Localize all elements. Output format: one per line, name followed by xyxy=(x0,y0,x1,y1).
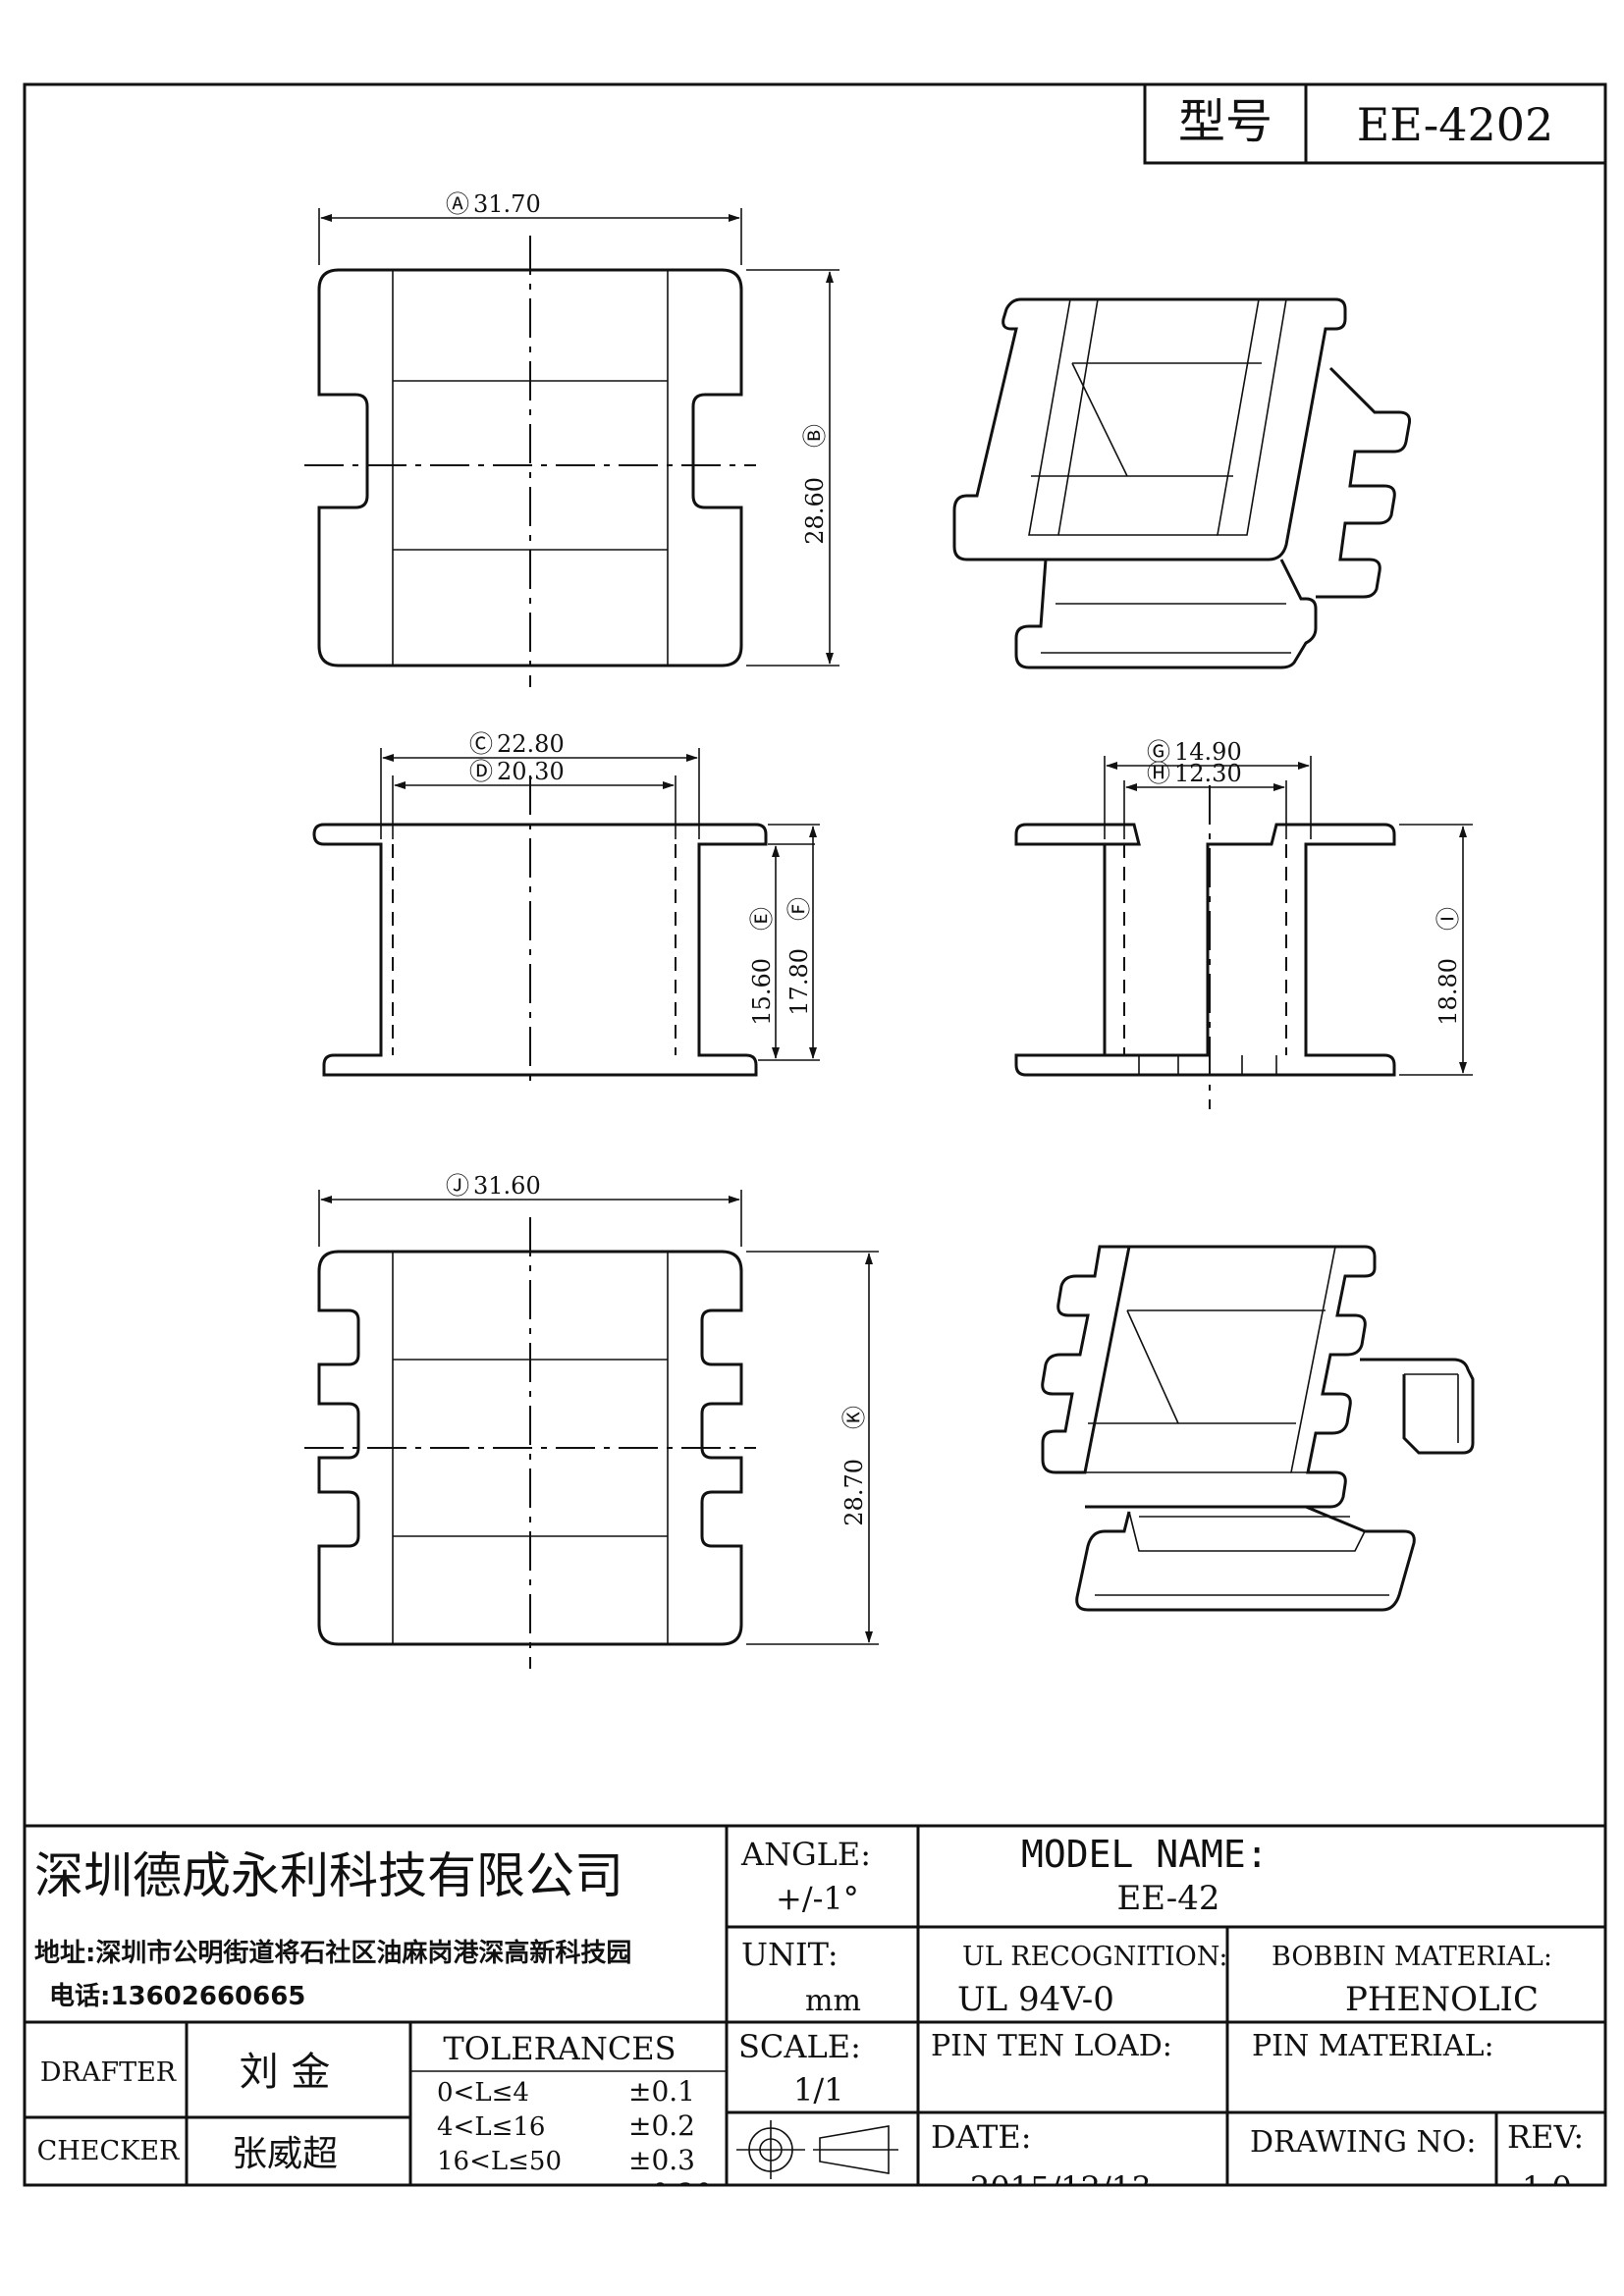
dim-j-marker: Ⓙ xyxy=(446,1172,469,1200)
unit-value: mm xyxy=(805,1984,861,2018)
sheet-frame xyxy=(23,82,1607,2187)
angle-label: ANGLE: xyxy=(740,1836,871,1873)
rev-value: 1.0 xyxy=(1522,2169,1572,2207)
angle-value: +/-1° xyxy=(776,1880,859,1917)
tol-value-2: ±0.2 xyxy=(628,2109,695,2142)
tol-value-4: ±0.20 xyxy=(628,2177,713,2210)
dim-g-value: 14.90 xyxy=(1174,738,1242,766)
projection-symbol-icon xyxy=(736,2120,898,2179)
company-name: 深圳德成永利科技有限公司 xyxy=(34,1847,623,1904)
company-address: 地址:深圳市公明街道将石社区油麻岗港深高新科技园 xyxy=(34,1938,631,1968)
top-view: Ⓐ 31.70 28.60 Ⓑ xyxy=(304,190,839,687)
checker-value: 张威超 xyxy=(232,2134,338,2174)
date-label: DATE: xyxy=(931,2118,1032,2156)
company-phone: 电话:13602660665 xyxy=(49,1982,305,2011)
tol-range-2: 4<L≤16 xyxy=(437,2112,545,2142)
model-name-label: MODEL NAME: xyxy=(1021,1833,1269,1876)
tol-range-4: PIN PITCH xyxy=(437,2180,580,2210)
tol-value-3: ±0.3 xyxy=(628,2144,695,2176)
dim-j-value: 31.60 xyxy=(473,1172,541,1200)
ul-value: UL 94V-0 xyxy=(957,1980,1114,2019)
bobbin-material-value: PHENOLIC xyxy=(1345,1980,1539,2019)
dim-a-marker: Ⓐ xyxy=(446,190,469,218)
title-block: 深圳德成永利科技有限公司 地址:深圳市公明街道将石社区油麻岗港深高新科技园 电话… xyxy=(25,1824,1605,2210)
front-view: Ⓒ 22.80 Ⓓ 20.30 15.60 Ⓔ 17.80 Ⓕ xyxy=(312,730,820,1090)
drawing-no-label: DRAWING NO: xyxy=(1250,2125,1476,2160)
dim-c-marker: Ⓒ xyxy=(469,730,493,758)
side-view: Ⓖ 14.90 Ⓗ 12.30 18.80 Ⓘ xyxy=(1014,738,1473,1109)
dim-c-value: 22.80 xyxy=(497,730,565,758)
date-value: 2015/12/13 xyxy=(970,2169,1151,2207)
isometric-top-view xyxy=(952,297,1411,669)
scale-value: 1/1 xyxy=(793,2071,844,2109)
isometric-bottom-view xyxy=(1041,1245,1475,1612)
bobbin-material-label: BOBBIN MATERIAL: xyxy=(1272,1942,1552,1972)
dim-h-value: 12.30 xyxy=(1174,760,1242,787)
dim-f-marker: Ⓕ xyxy=(785,897,813,921)
model-name-value: EE-42 xyxy=(1116,1879,1219,1918)
dim-e-marker: Ⓔ xyxy=(748,907,776,931)
dim-k-marker: Ⓚ xyxy=(840,1406,868,1429)
drafter-label: DRAFTER xyxy=(40,2057,177,2088)
dim-d-marker: Ⓓ xyxy=(469,758,493,785)
model-value: EE-4202 xyxy=(1357,98,1554,151)
dim-i-value: 18.80 xyxy=(1435,958,1462,1026)
dim-e-value: 15.60 xyxy=(748,958,776,1026)
model-label: 型号 xyxy=(1178,94,1272,149)
scale-label: SCALE: xyxy=(738,2028,861,2065)
dim-f-value: 17.80 xyxy=(785,948,813,1016)
dim-h-marker: Ⓗ xyxy=(1147,760,1170,787)
pin-material-label: PIN MATERIAL: xyxy=(1252,2029,1494,2063)
unit-label: UNIT: xyxy=(741,1936,839,1973)
dim-b-marker: Ⓑ xyxy=(801,424,829,448)
dim-b-value: 28.60 xyxy=(801,477,829,545)
rev-label: REV: xyxy=(1507,2118,1584,2156)
dim-a-value: 31.70 xyxy=(473,190,541,218)
tolerances-title: TOLERANCES xyxy=(443,2030,676,2067)
checker-label: CHECKER xyxy=(37,2136,180,2166)
dim-k-value: 28.70 xyxy=(840,1459,868,1526)
tol-value-1: ±0.1 xyxy=(628,2075,695,2108)
bottom-view: Ⓙ 31.60 28.70 Ⓚ xyxy=(304,1172,879,1669)
dim-g-marker: Ⓖ xyxy=(1147,738,1170,766)
pin-ten-load-label: PIN TEN LOAD: xyxy=(931,2029,1172,2063)
tol-range-3: 16<L≤50 xyxy=(437,2147,562,2176)
dim-d-value: 20.30 xyxy=(497,758,565,785)
dim-i-marker: Ⓘ xyxy=(1435,907,1462,931)
drafter-value: 刘 金 xyxy=(240,2050,331,2095)
model-box: 型号 EE-4202 xyxy=(1143,82,1607,165)
tol-range-1: 0<L≤4 xyxy=(437,2078,529,2108)
ul-label: UL RECOGNITION: xyxy=(962,1942,1228,1972)
